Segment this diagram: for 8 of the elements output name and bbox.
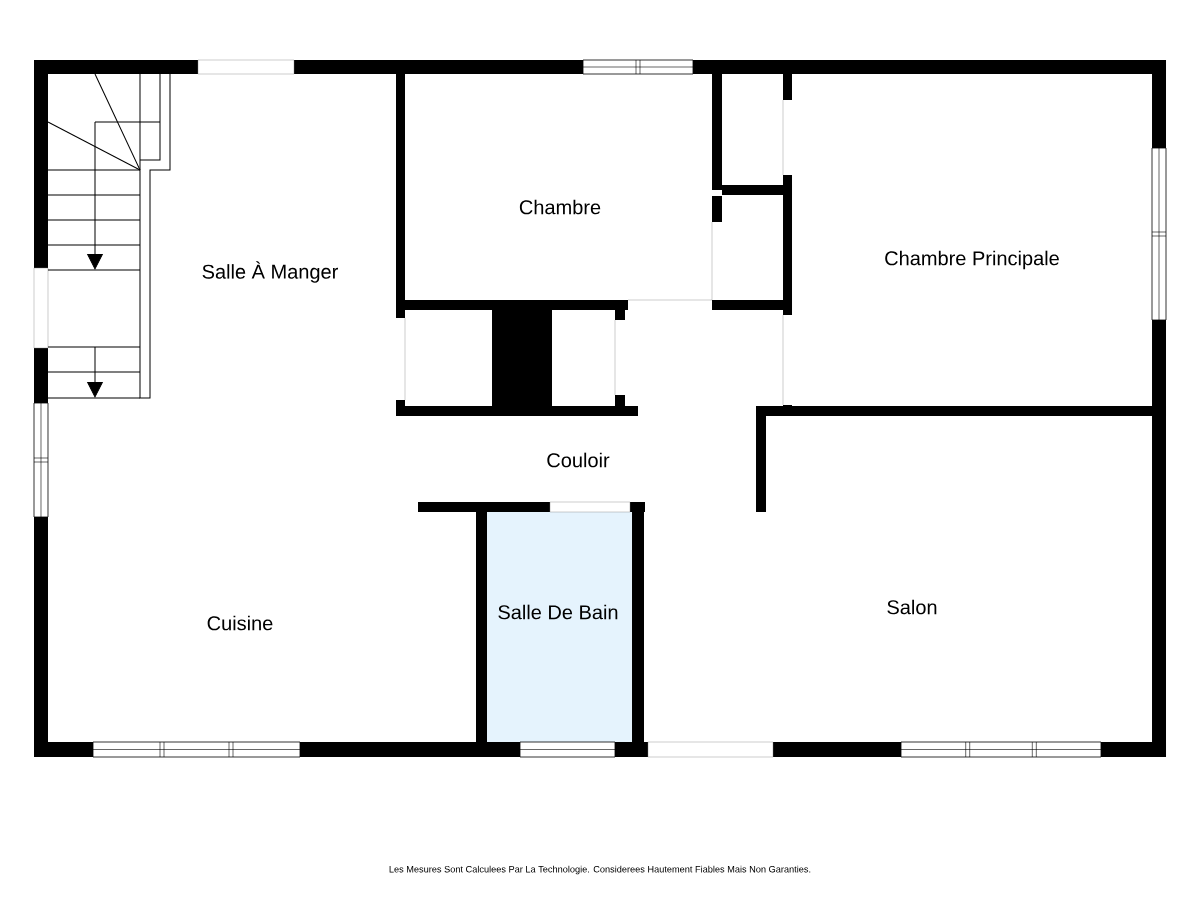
footnote: Les Mesures Sont Calculees Par La Technologie. Considerees Hautement Fiables Mais Non Garanties. — [389, 865, 811, 875]
room-label: Cuisine — [207, 615, 273, 631]
room-label: Couloir — [547, 452, 610, 468]
room-label: Salon — [887, 599, 937, 615]
room-label: Salle À Manger — [202, 261, 338, 283]
room-label: Chambre — [519, 199, 601, 215]
room-label: Salle De Bain — [498, 604, 618, 620]
room-label: Chambre Principale — [885, 250, 1059, 270]
